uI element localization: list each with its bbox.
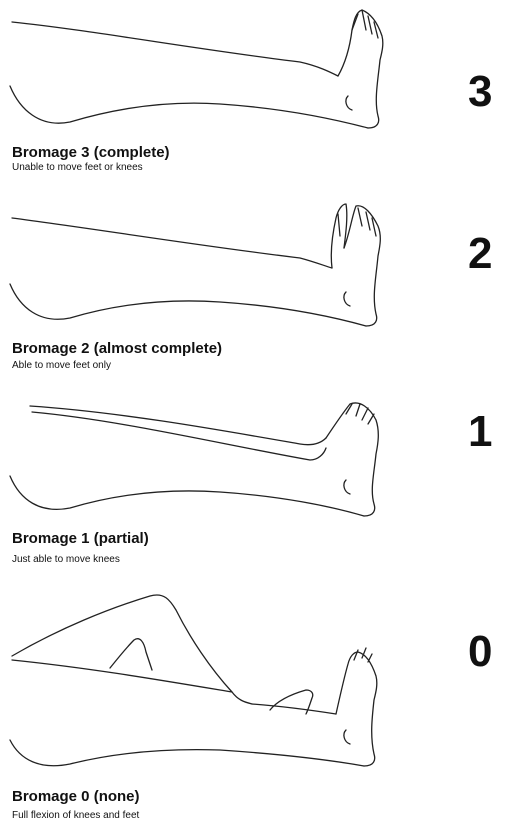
grade-number: 1 [468, 410, 492, 454]
panel-bromage-2: Bromage 2 (almost complete) Able to move… [0, 196, 513, 396]
panel-title: Bromage 1 (partial) [12, 530, 149, 547]
panel-bromage-0: Bromage 0 (none) Full flexion of knees a… [0, 588, 513, 836]
leg-illustration-knee-flexed [0, 588, 513, 788]
panel-description: Able to move feet only [12, 360, 111, 372]
panel-title: Bromage 3 (complete) [12, 144, 170, 161]
leg-illustration-straight-feet-relaxed [0, 0, 513, 140]
leg-illustration-knees-slightly-bent [0, 392, 513, 532]
panel-title: Bromage 2 (almost complete) [12, 340, 222, 357]
panel-bromage-1: Bromage 1 (partial) Just able to move kn… [0, 392, 513, 592]
grade-number: 0 [468, 630, 492, 674]
leg-illustration-feet-moving [0, 196, 513, 346]
grade-number: 2 [468, 232, 492, 276]
panel-bromage-3: Bromage 3 (complete) Unable to move feet… [0, 0, 513, 200]
panel-title: Bromage 0 (none) [12, 788, 140, 805]
panel-description: Just able to move knees [12, 554, 120, 566]
grade-number: 3 [468, 70, 492, 114]
panel-description: Full flexion of knees and feet [12, 810, 139, 822]
panel-description: Unable to move feet or knees [12, 162, 143, 174]
